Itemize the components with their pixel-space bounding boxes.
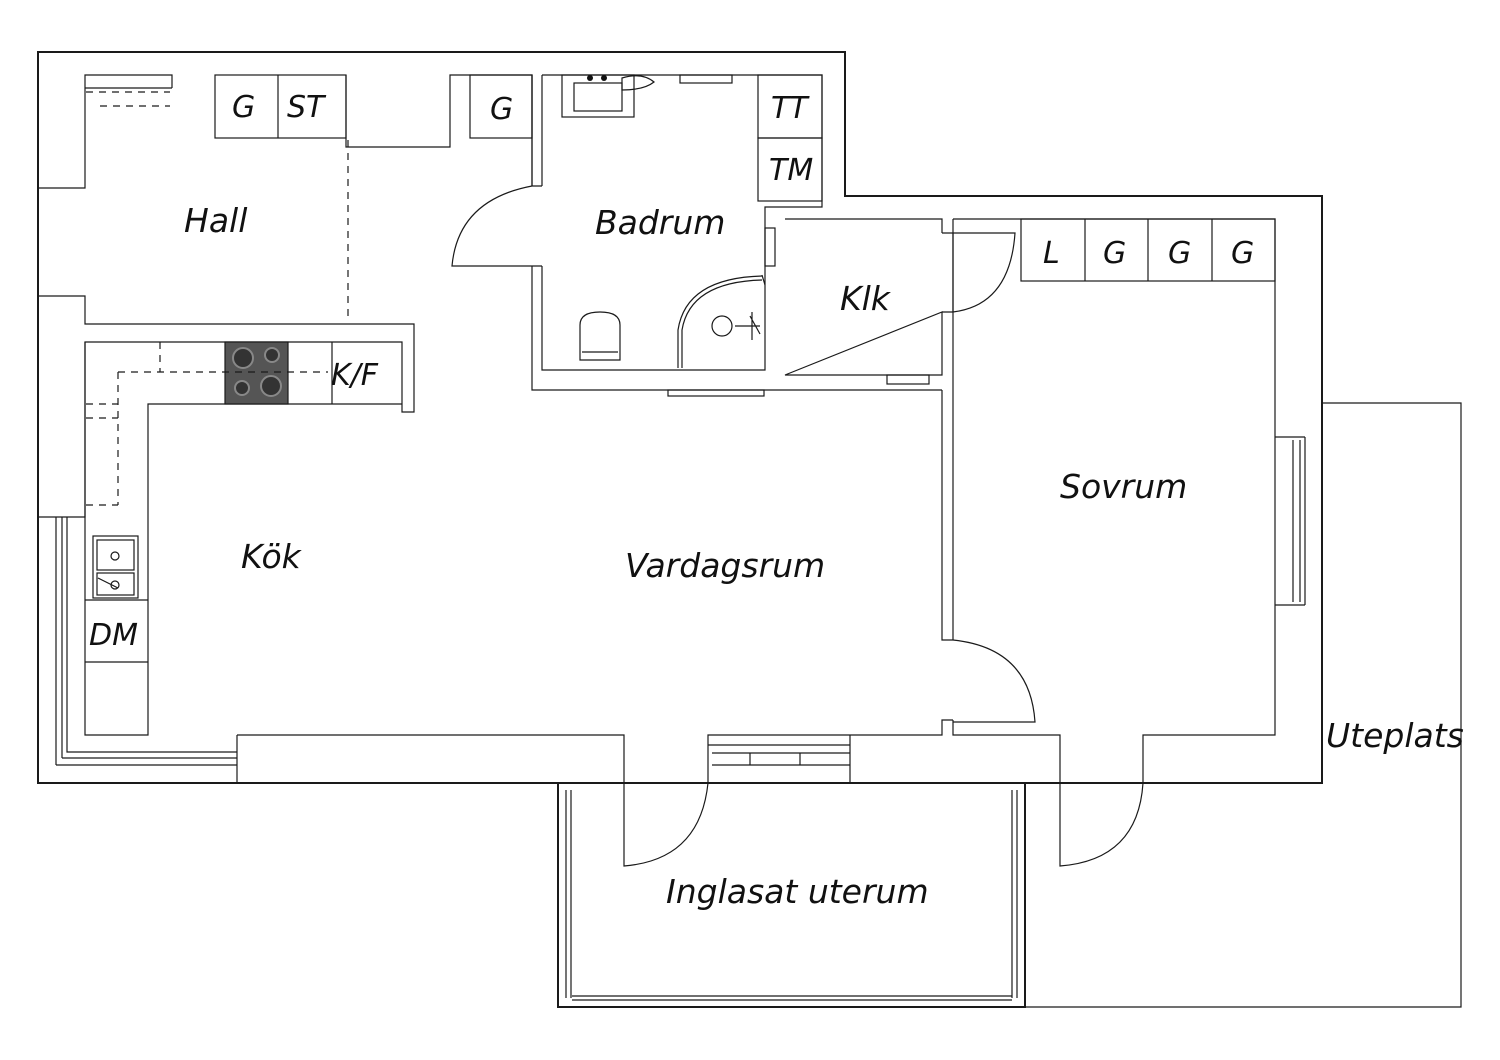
uterum-glass-left	[565, 790, 572, 998]
fixture-label-hall-g: G	[232, 90, 255, 125]
bathroom-outer	[531, 75, 942, 391]
room-label-uteplats: Uteplats	[1326, 716, 1464, 755]
hall-lower-wall	[38, 295, 415, 518]
outer-wall	[37, 51, 1323, 784]
sovrum-door	[952, 639, 1036, 723]
shower	[677, 275, 763, 368]
living-window	[708, 735, 851, 783]
fixture-label-dm: DM	[89, 618, 138, 653]
room-label-kok: Kök	[241, 537, 303, 576]
bathroom-threshold	[667, 389, 765, 397]
bathroom-door	[451, 185, 542, 267]
toilet	[579, 311, 621, 361]
room-label-klk: Klk	[840, 279, 892, 318]
hall-dashed	[86, 91, 170, 107]
fixture-label-hall-g2: G	[490, 92, 513, 127]
room-label-sovrum: Sovrum	[1060, 467, 1187, 506]
kitchen-window	[55, 517, 238, 783]
uterum-door-living	[623, 782, 709, 867]
uteplats-door	[1059, 782, 1144, 867]
inglasat-uterum-outline	[557, 783, 1026, 1008]
fixture-label-tt: TT	[771, 91, 810, 126]
room-label-vardagsrum: Vardagsrum	[625, 546, 825, 585]
kitchen-dashed	[86, 342, 328, 506]
fixture-label-kf: K/F	[331, 358, 379, 393]
room-label-badrum: Badrum	[595, 203, 725, 242]
fixture-label-tm: TM	[769, 153, 813, 188]
room-label-hall: Hall	[184, 201, 247, 240]
fixture-label-g2: G	[1168, 236, 1191, 271]
fixture-label-hall-st: ST	[287, 90, 327, 125]
fixture-label-g1: G	[1103, 236, 1126, 271]
bath-tm-box	[757, 137, 823, 202]
klk-wall	[784, 218, 943, 376]
bedroom-window	[1275, 436, 1306, 606]
uterum-glass-bottom	[572, 995, 1012, 1001]
uterum-glass-right	[1011, 790, 1018, 998]
room-label-inglasat-uterum: Inglasat uterum	[666, 872, 929, 911]
fixture-label-g3: G	[1231, 236, 1254, 271]
living-partition	[237, 390, 953, 783]
kitchen-sink	[92, 535, 139, 599]
bath-vent	[679, 74, 733, 84]
hall-inner-wall	[38, 74, 173, 189]
wash-basin	[561, 74, 635, 118]
fixture-label-l: L	[1043, 236, 1060, 271]
